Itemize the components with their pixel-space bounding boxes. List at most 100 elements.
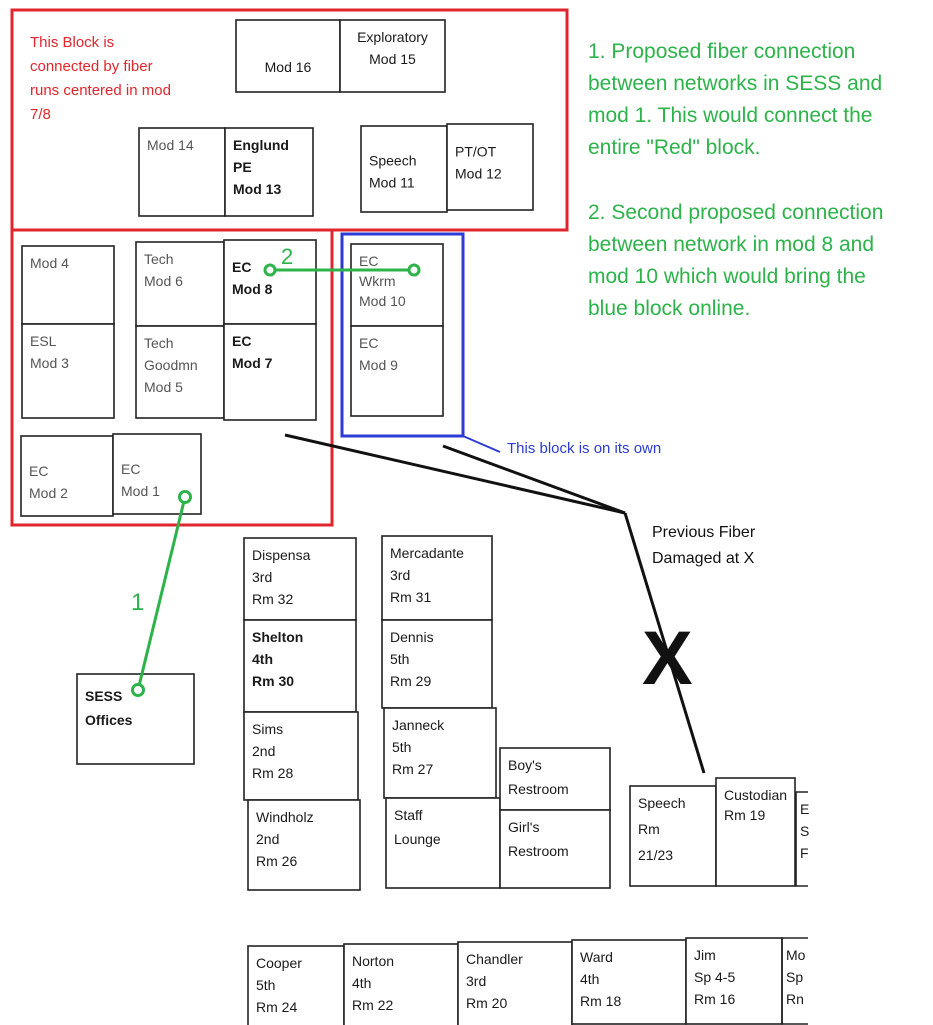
red-block-boundary (10, 8, 569, 232)
room-label-line: Rm (638, 821, 660, 837)
room-label-line: 5th (392, 739, 411, 755)
room-outline (235, 19, 341, 93)
damage-note: Previous Fiber Damaged at X (652, 524, 760, 567)
room-outline (21, 245, 115, 325)
room-label-line: Mod 16 (265, 59, 312, 75)
room-label-line: PT/OT (455, 144, 497, 160)
room-label-line: Rm 16 (694, 991, 735, 1007)
room-outline (243, 619, 357, 713)
room-rm-29: Dennis 5th Rm 29 (381, 619, 493, 709)
room-label-line: Tech (144, 335, 174, 351)
room-label-line: SESS (85, 688, 122, 704)
room-mod-2: EC Mod 2 (20, 435, 114, 517)
room-mod-3: ESL Mod 3 (21, 323, 115, 419)
room-rm-28: Sims 2nd Rm 28 (243, 711, 359, 801)
room-outline (343, 943, 459, 1025)
room-outline (350, 325, 444, 417)
room-label-line: Mod 2 (29, 485, 68, 501)
proposed-link-1: 1 (131, 490, 192, 697)
room-label-line: Mod 11 (369, 175, 415, 191)
room-label-line: Mod 1 (121, 483, 160, 499)
room-label-line: Mod 5 (144, 379, 183, 395)
room-label-line: 2nd (256, 831, 279, 847)
room-label-line: Rm 22 (352, 997, 393, 1013)
room-label-line: 21/23 (638, 847, 673, 863)
room-label-line: Sp (786, 969, 803, 985)
room-outline (360, 125, 448, 213)
room-outline (350, 243, 444, 327)
room-label-line: Restroom (508, 843, 569, 859)
room-label-line: EC (359, 253, 378, 269)
room-outline (247, 799, 361, 891)
room-label-line: EC (359, 335, 378, 351)
room-label-line: Ward (580, 949, 613, 965)
link-2-endpoint-mod-10 (407, 263, 421, 277)
room-label-line: Mod 8 (232, 281, 273, 297)
room-label-line: Goodmn (144, 357, 198, 373)
room-outline (499, 809, 611, 889)
room-label-line: E (800, 801, 809, 817)
room-outline (20, 435, 114, 517)
room-label-line: Mod 13 (233, 181, 281, 197)
room-label-line: Sims (252, 721, 283, 737)
room-label-line: Rm 29 (390, 673, 431, 689)
room-mod-16: Mod 16 (235, 19, 341, 93)
link-1-endpoint-sess (131, 683, 145, 697)
room-label-line: 5th (390, 651, 409, 667)
room-rm-30: Shelton 4th Rm 30 (243, 619, 357, 713)
room-label-line: Rm 28 (252, 765, 293, 781)
room-label-line: Restroom (508, 781, 569, 797)
room-label-line: Rm 26 (256, 853, 297, 869)
room-outline (135, 241, 225, 327)
room-label-line: Mod 15 (369, 51, 416, 67)
room-label-line: Offices (85, 712, 133, 728)
room-label-line: Sp 4-5 (694, 969, 735, 985)
room-outline (446, 123, 534, 211)
room-label-line: Custodian (724, 787, 787, 803)
room-label-line: Chandler (466, 951, 523, 967)
room-label-line: Rm 31 (390, 589, 431, 605)
link-2-label: 2 (281, 244, 293, 269)
room-label-line: Staff (394, 807, 423, 823)
room-label-line: Wkrm (359, 273, 396, 289)
room-label-line: 5th (256, 977, 275, 993)
room-label-line: Mod 6 (144, 273, 183, 289)
room-label-line: Mod 10 (359, 293, 406, 309)
room-label-line: ESL (30, 333, 57, 349)
room-label-line: Norton (352, 953, 394, 969)
room-label-line: Janneck (392, 717, 445, 733)
room-label-line: Mod 4 (30, 255, 69, 271)
room-outline (571, 939, 687, 1025)
room-label-line: 4th (252, 651, 273, 667)
link-1-label: 1 (131, 589, 144, 616)
proposal-1-note: 1. Proposed fiber connection between net… (588, 40, 888, 159)
room-label-line: 2nd (252, 743, 275, 759)
room-outline (781, 937, 808, 1025)
room-label-line: 3rd (466, 973, 486, 989)
room-label-line: Mod 3 (30, 355, 69, 371)
room-label-line: Dennis (390, 629, 434, 645)
room-label-line: Rm 32 (252, 591, 293, 607)
room-outline (339, 19, 446, 93)
room-label-line: Shelton (252, 629, 303, 645)
room-label-line: Rm 30 (252, 673, 294, 689)
room-label-line: EC (29, 463, 48, 479)
room-outline (795, 791, 808, 887)
room-label-line: EC (232, 333, 251, 349)
room-label-line: Mo (786, 947, 806, 963)
room-label-line: Speech (638, 795, 685, 811)
proposal-2-note: 2. Second proposed connection between ne… (588, 201, 889, 320)
